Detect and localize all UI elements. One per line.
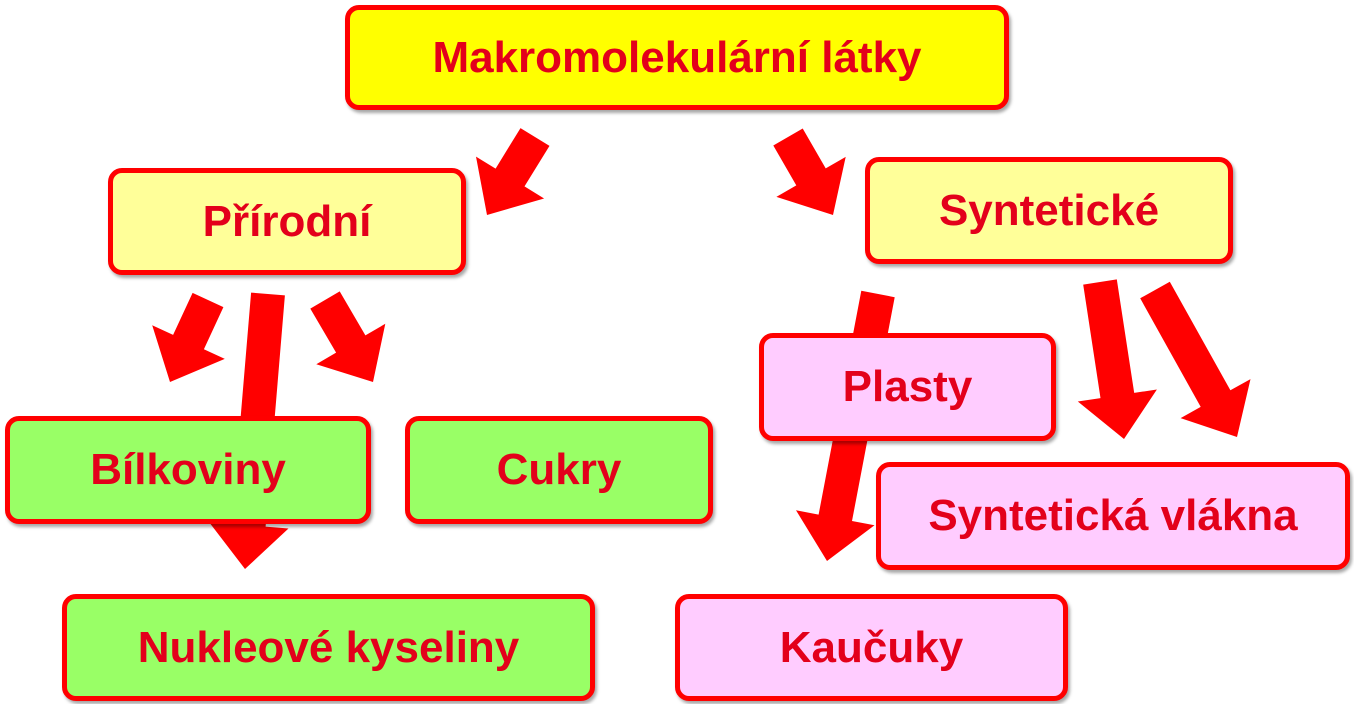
node-root: Makromolekulární látky — [345, 5, 1009, 110]
arrow-synthetic-to-fibers — [1077, 279, 1157, 439]
node-plastics-label: Plasty — [842, 362, 973, 411]
arrow-root-to-synthetic — [773, 128, 846, 215]
node-synthetic-label: Syntetické — [938, 185, 1160, 235]
node-nucleic-acids-label: Nukleové kyseliny — [137, 622, 520, 672]
arrow-root-to-natural — [476, 128, 550, 215]
node-fibers: Syntetická vlákna — [876, 462, 1350, 570]
node-plastics: Plasty — [759, 333, 1056, 441]
node-rubbers: Kaučuky — [675, 594, 1068, 701]
node-nucleic-acids: Nukleové kyseliny — [62, 594, 595, 701]
node-fibers-label: Syntetická vlákna — [928, 491, 1298, 540]
node-proteins-label: Bílkoviny — [90, 445, 286, 494]
node-proteins: Bílkoviny — [5, 416, 371, 524]
node-sugars-label: Cukry — [496, 445, 622, 494]
node-sugars: Cukry — [405, 416, 713, 524]
node-root-label: Makromolekulární látky — [432, 32, 922, 82]
arrow-synthetic-to-rubbers — [1140, 281, 1251, 437]
node-synthetic: Syntetické — [865, 157, 1233, 264]
node-natural: Přírodní — [108, 168, 466, 275]
node-rubbers-label: Kaučuky — [779, 622, 964, 672]
arrow-natural-to-sugars — [310, 291, 386, 382]
node-natural-label: Přírodní — [202, 196, 372, 246]
arrow-natural-to-proteins — [152, 292, 225, 382]
